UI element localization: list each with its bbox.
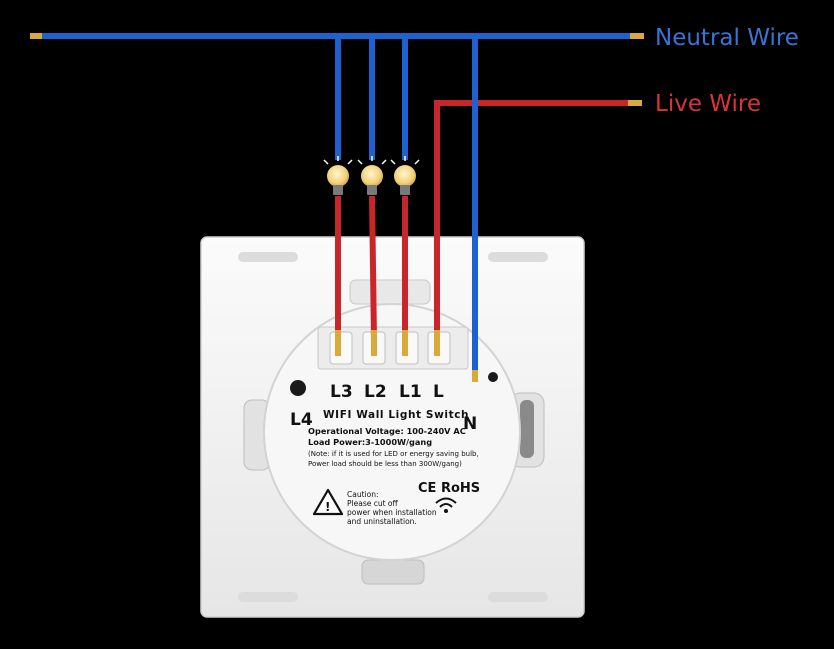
live-wire-group	[434, 100, 642, 338]
module-spec-voltage: Operational Voltage: 100-240V AC	[308, 426, 466, 436]
caution-line2: power when installation	[347, 508, 437, 517]
neutral-wire-tip-left	[30, 33, 42, 39]
terminal-label-l2: L2	[364, 382, 387, 402]
wifi-icon	[435, 497, 457, 513]
neutral-wire-tip-right	[630, 33, 644, 39]
plate-slot-top-right	[488, 252, 548, 262]
plate-slot-top-left	[238, 252, 298, 262]
tip-l1	[402, 330, 408, 356]
warning-triangle-icon: !	[312, 488, 344, 516]
load-wire-l2	[369, 195, 377, 341]
module-title: WIFI Wall Light Switch	[323, 409, 469, 421]
neutral-wire-label: Neutral Wire	[655, 25, 799, 51]
plate-clip-right-hole	[520, 400, 534, 458]
module-screw-hole-left	[290, 380, 306, 396]
terminal-label-l4: L4	[290, 410, 313, 430]
caution-line3: and uninstallation.	[347, 517, 417, 526]
caution-line1: Please cut off	[347, 499, 399, 508]
tip-l	[434, 330, 440, 356]
live-wire-main	[434, 100, 628, 338]
bulb-icon	[323, 156, 353, 195]
caution-title: Caution:	[347, 490, 378, 499]
module-bottom-tab	[361, 559, 425, 585]
warning-glyph: !	[325, 500, 330, 514]
module-top-tab	[349, 279, 431, 305]
module-note-line1: (Note: if it is used for LED or energy s…	[308, 450, 479, 458]
terminal-label-l3: L3	[330, 382, 353, 402]
live-wire-tip	[628, 100, 642, 106]
module-spec-load: Load Power:3-1000W/gang	[308, 437, 432, 447]
tip-l3	[335, 330, 341, 356]
module-note-line2: Power load should be less than 300W/gang…	[308, 460, 462, 468]
bulb-icon	[357, 156, 387, 195]
terminal-label-n: N	[463, 414, 477, 434]
cert-marks: CE RoHS	[418, 481, 480, 496]
module-screw-hole-right	[488, 372, 498, 382]
terminal-label-l1: L1	[399, 382, 422, 402]
bulb-icon	[390, 156, 420, 195]
plate-slot-bottom-right	[488, 592, 548, 602]
live-wire-label: Live Wire	[655, 91, 761, 117]
neutral-n-tip	[472, 370, 478, 382]
plate-slot-bottom-left	[238, 592, 298, 602]
tip-l2	[371, 330, 377, 356]
terminal-label-l: L	[433, 382, 444, 402]
